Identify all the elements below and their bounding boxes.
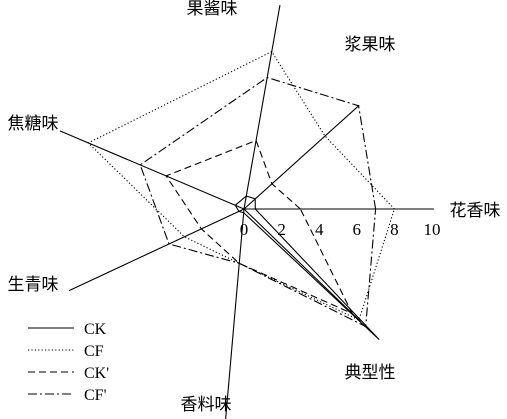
- legend-label-2: CK': [84, 365, 109, 382]
- axis-label-5: 香料味: [181, 395, 232, 415]
- tick-label-5: 10: [424, 220, 441, 239]
- axis-label-2: 果酱味: [187, 0, 238, 19]
- legend-label-1: CF: [84, 343, 104, 360]
- series-cfprime-polygon: [139, 76, 377, 328]
- axis-line-5: [225, 208, 245, 419]
- axis-line-1: [243, 104, 360, 210]
- axis-line-4: [68, 208, 245, 292]
- tick-label-0: 0: [240, 220, 249, 239]
- axis-line-6: [243, 208, 361, 322]
- axis-label-0: 花香味: [450, 201, 501, 221]
- tick-label-1: 2: [277, 220, 286, 239]
- axis-label-1: 浆果味: [345, 35, 396, 55]
- tick-label-2: 4: [315, 220, 324, 239]
- tick-label-3: 6: [353, 220, 362, 239]
- tick-label-4: 8: [390, 220, 399, 239]
- axis-label-3: 焦糖味: [8, 114, 59, 134]
- series-cf-polygon: [87, 50, 396, 321]
- legend-label-0: CK: [84, 321, 107, 338]
- legend-label-3: CF': [84, 387, 107, 404]
- series-ck-polygon: [234, 195, 380, 341]
- axis-line-2: [243, 5, 281, 210]
- axis-label-4: 生青味: [8, 275, 59, 295]
- series-ckprime-polygon: [165, 139, 354, 315]
- axis-label-6: 典型性: [345, 363, 396, 383]
- axis-line-3: [59, 130, 245, 210]
